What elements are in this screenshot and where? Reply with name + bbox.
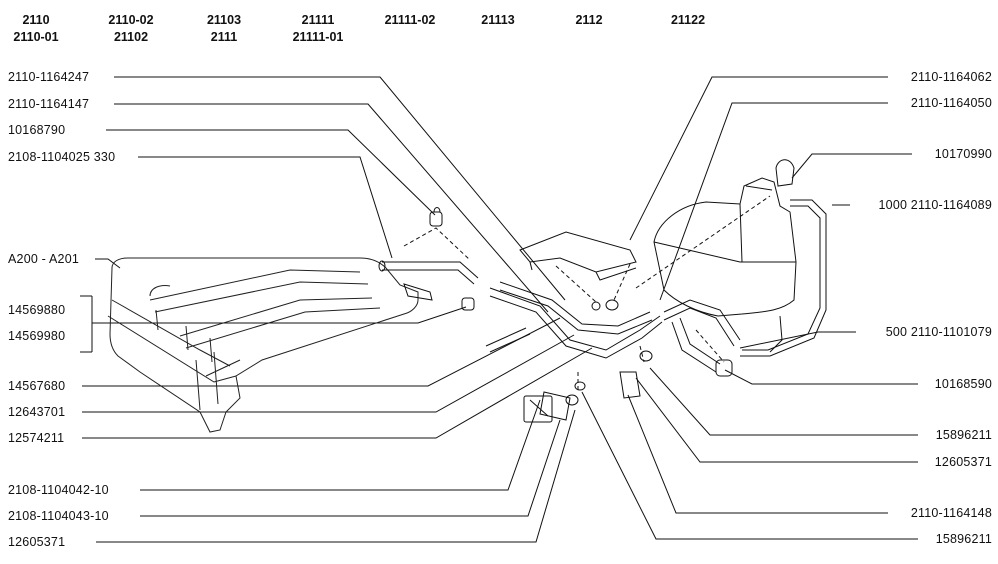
leader-line <box>581 391 918 540</box>
leader-line <box>739 331 856 349</box>
bracket <box>519 231 637 281</box>
leader-line <box>96 409 576 543</box>
part-label: 500 2110-1101079 <box>885 325 992 339</box>
part-label: 10168590 <box>934 377 992 391</box>
model-code: 21111 <box>301 13 335 27</box>
fuel-line <box>489 281 663 359</box>
part-label: 2110-1164148 <box>910 506 992 520</box>
leader-line <box>106 129 436 216</box>
model-column-4: 21111 21111-01 <box>280 12 356 46</box>
fuel-line-rod <box>485 327 531 353</box>
part-label: 10170990 <box>934 147 992 161</box>
assembly-line <box>403 227 471 261</box>
part-label: 1000 2110-1164089 <box>878 198 992 212</box>
part-label: 12605371 <box>934 455 992 469</box>
clip <box>539 391 571 421</box>
part-label: A200 - A201 <box>8 252 80 266</box>
fuel-tank <box>107 257 419 433</box>
model-code: 21111-02 <box>384 13 436 27</box>
part-label: 14569880 <box>8 303 66 317</box>
leader-line <box>140 419 561 517</box>
model-column-3: 21103 2111 <box>194 12 254 46</box>
model-column-5: 21111-02 <box>372 12 448 29</box>
part-label: 15896211 <box>935 532 992 546</box>
model-column-1: 2110 2110-01 <box>6 12 66 46</box>
filler-pipe <box>378 260 479 301</box>
part-label: 12643701 <box>8 405 66 419</box>
expansion-tank <box>653 177 797 317</box>
part-label: 2110-1164062 <box>910 70 992 84</box>
part-label: 2108-1104025 330 <box>8 150 116 164</box>
part-label: 12574211 <box>8 431 65 445</box>
assembly-line <box>613 263 631 301</box>
grommet <box>565 299 653 406</box>
clip <box>775 159 795 187</box>
model-code: 21102 <box>113 30 149 44</box>
model-code: 2112 <box>575 13 603 27</box>
vent-hose <box>740 199 827 357</box>
clip <box>619 371 641 399</box>
leader-line <box>629 76 888 241</box>
part-label: 14569980 <box>8 329 66 343</box>
leader-line <box>95 258 121 269</box>
leader-line <box>82 347 593 439</box>
assembly-line <box>555 265 597 303</box>
model-code: 21111-01 <box>292 30 344 44</box>
model-column-6: 21113 <box>466 12 530 29</box>
model-code: 21113 <box>481 13 515 27</box>
model-code: 2110 <box>22 13 50 27</box>
part-label: 2108-1104043-10 <box>8 509 109 523</box>
part-label: 2110-1164050 <box>910 96 992 110</box>
leader-line <box>92 306 467 324</box>
part-label: 2108-1104042-10 <box>8 483 109 497</box>
part-label: 10168790 <box>8 123 66 137</box>
model-code: 21103 <box>206 13 242 27</box>
model-column-2: 2110-02 21102 <box>96 12 166 46</box>
part-label: 14567680 <box>8 379 66 393</box>
leader-line <box>635 377 918 463</box>
leader-line <box>649 367 918 436</box>
part-label: 2110-1164247 <box>8 70 90 84</box>
model-code: 2111 <box>210 30 238 44</box>
leader-line <box>791 153 912 179</box>
return-hose <box>663 299 783 373</box>
leader-line <box>114 76 566 301</box>
part-label: 2110-1164147 <box>8 97 90 111</box>
leader-line <box>138 156 393 259</box>
leader-line <box>627 394 888 514</box>
leader-line <box>724 369 918 385</box>
part-label: 15896211 <box>935 428 992 442</box>
model-column-8: 21122 <box>656 12 720 29</box>
model-code: 2110-02 <box>108 13 154 27</box>
assembly-line <box>635 195 771 289</box>
leader-line <box>114 103 549 313</box>
model-code: 21122 <box>670 13 706 27</box>
assembly-line <box>639 345 645 363</box>
model-code: 2110-01 <box>13 30 59 44</box>
clamp <box>461 297 475 311</box>
assembly-line <box>695 329 725 363</box>
clamp <box>715 359 733 377</box>
model-column-7: 2112 <box>562 12 616 29</box>
clamp <box>429 207 443 227</box>
leader-line <box>140 399 541 491</box>
clip <box>523 395 553 423</box>
leader-line <box>82 317 561 387</box>
part-label: 12605371 <box>8 535 66 549</box>
leader-line <box>659 102 888 301</box>
